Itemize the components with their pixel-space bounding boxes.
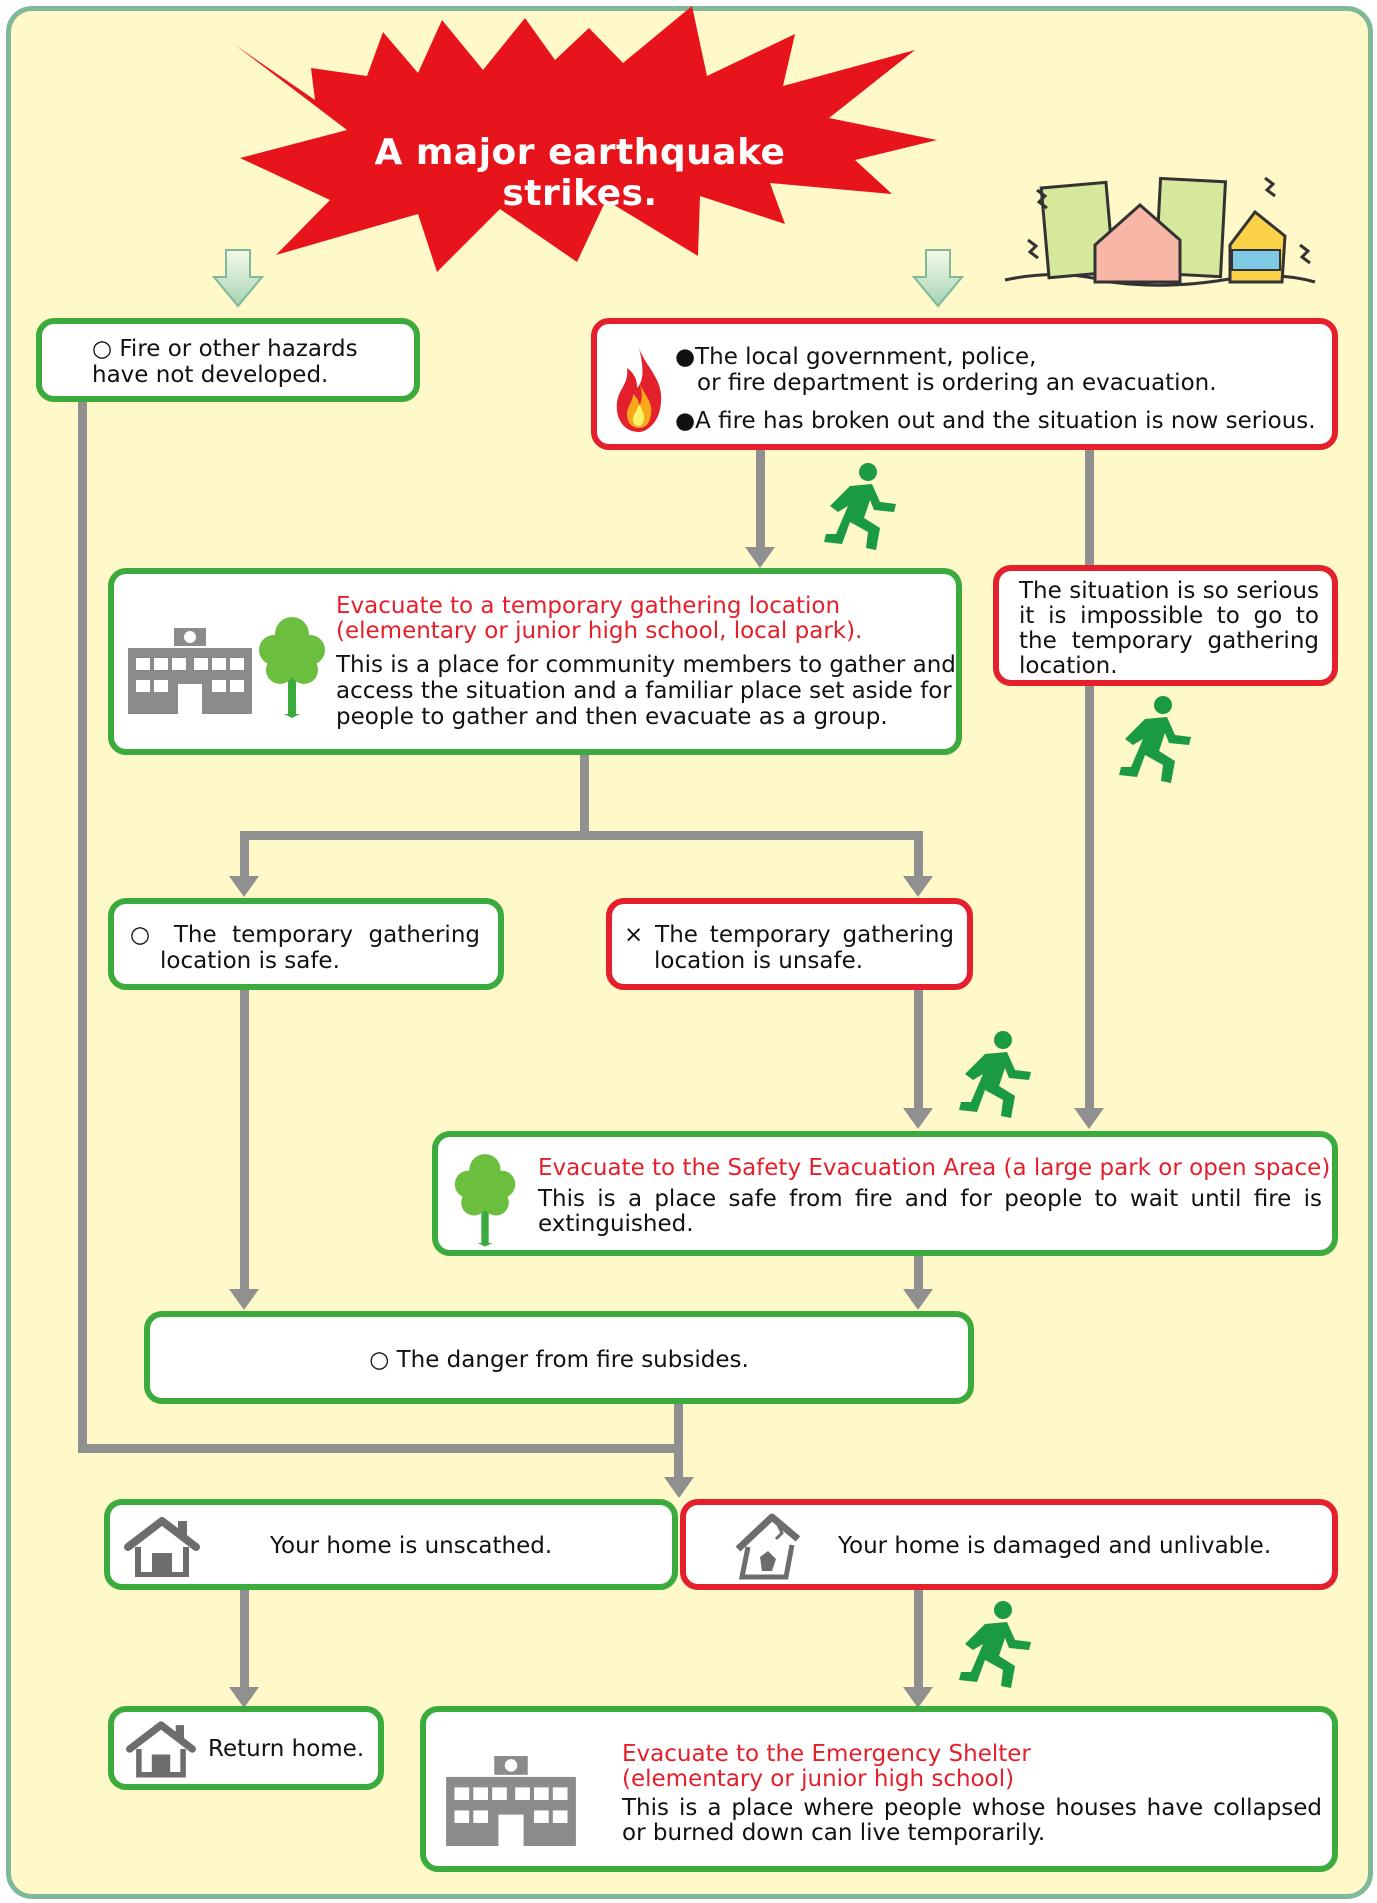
running-person-icon bbox=[959, 1601, 1031, 1688]
temporary-safe-line-1: ○ The temporary gathering bbox=[130, 922, 480, 948]
return-home-text: Return home. bbox=[208, 1736, 365, 1762]
temporary-unsafe-line-2: location is unsafe. bbox=[654, 948, 864, 974]
fire-subsides-text: ○ The danger from fire subsides. bbox=[369, 1347, 749, 1373]
fire-icon bbox=[616, 348, 662, 432]
no-hazard-box: ○ Fire or other hazards have not develop… bbox=[36, 318, 420, 402]
temporary-safe-line-2: location is safe. bbox=[160, 948, 340, 974]
damaged-house-icon bbox=[735, 1513, 801, 1580]
temporary-gathering-box: Evacuate to a temporary gathering locati… bbox=[108, 568, 962, 755]
home-unscathed-text: Your home is unscathed. bbox=[270, 1533, 553, 1559]
safety-area-body: This is a place safe from fire and for p… bbox=[538, 1186, 1322, 1237]
running-person-icon bbox=[824, 463, 896, 550]
earthquake-title: A major earthquake strikes. bbox=[374, 132, 786, 214]
emergency-shelter-box: Evacuate to the Emergency Shelter (eleme… bbox=[420, 1706, 1338, 1872]
home-damaged-box: Your home is damaged and unlivable. bbox=[680, 1499, 1338, 1590]
down-arrow-icon bbox=[911, 249, 965, 308]
fire-serious-text: ●A fire has broken out and the situation… bbox=[675, 408, 1316, 434]
house-icon bbox=[126, 1721, 196, 1778]
ordering-line-2: or fire department is ordering an evacua… bbox=[697, 370, 1217, 396]
temporary-heading: Evacuate to a temporary gathering locati… bbox=[336, 593, 863, 644]
safety-evacuation-area-box: Evacuate to the Safety Evacuation Area (… bbox=[432, 1131, 1338, 1256]
no-hazard-text: ○ Fire or other hazards have not develop… bbox=[92, 336, 358, 388]
school-building-icon bbox=[446, 1756, 576, 1846]
evacuation-ordered-box: ●The local government, police, or fire d… bbox=[591, 318, 1338, 450]
collapsing-buildings-icon bbox=[1004, 176, 1316, 287]
temporary-unsafe-box: × The temporary gathering location is un… bbox=[606, 898, 973, 990]
too-serious-text: The situation is so serious it is imposs… bbox=[1019, 578, 1319, 679]
safety-area-heading: Evacuate to the Safety Evacuation Area (… bbox=[538, 1155, 1331, 1181]
tree-icon bbox=[454, 1154, 516, 1247]
fire-subsides-box: ○ The danger from fire subsides. bbox=[144, 1311, 974, 1404]
shelter-heading: Evacuate to the Emergency Shelter (eleme… bbox=[622, 1741, 1031, 1792]
shelter-body: This is a place where people whose house… bbox=[622, 1795, 1322, 1846]
tree-icon bbox=[259, 617, 325, 718]
ordering-line-1: ●The local government, police, bbox=[675, 344, 1037, 370]
house-icon bbox=[124, 1517, 200, 1577]
earthquake-burst-icon bbox=[235, 6, 937, 272]
running-person-icon bbox=[959, 1031, 1031, 1118]
temporary-safe-box: ○ The temporary gathering location is sa… bbox=[108, 898, 504, 990]
return-home-box: Return home. bbox=[108, 1706, 384, 1790]
home-damaged-text: Your home is damaged and unlivable. bbox=[838, 1533, 1272, 1559]
temporary-body: This is a place for community members to… bbox=[336, 652, 956, 730]
home-unscathed-box: Your home is unscathed. bbox=[104, 1499, 678, 1590]
school-building-icon bbox=[128, 628, 252, 714]
running-person-icon bbox=[1119, 696, 1191, 783]
down-arrow-icon bbox=[211, 249, 265, 308]
too-serious-box: The situation is so serious it is imposs… bbox=[993, 565, 1338, 686]
temporary-unsafe-line-1: × The temporary gathering bbox=[624, 922, 954, 948]
